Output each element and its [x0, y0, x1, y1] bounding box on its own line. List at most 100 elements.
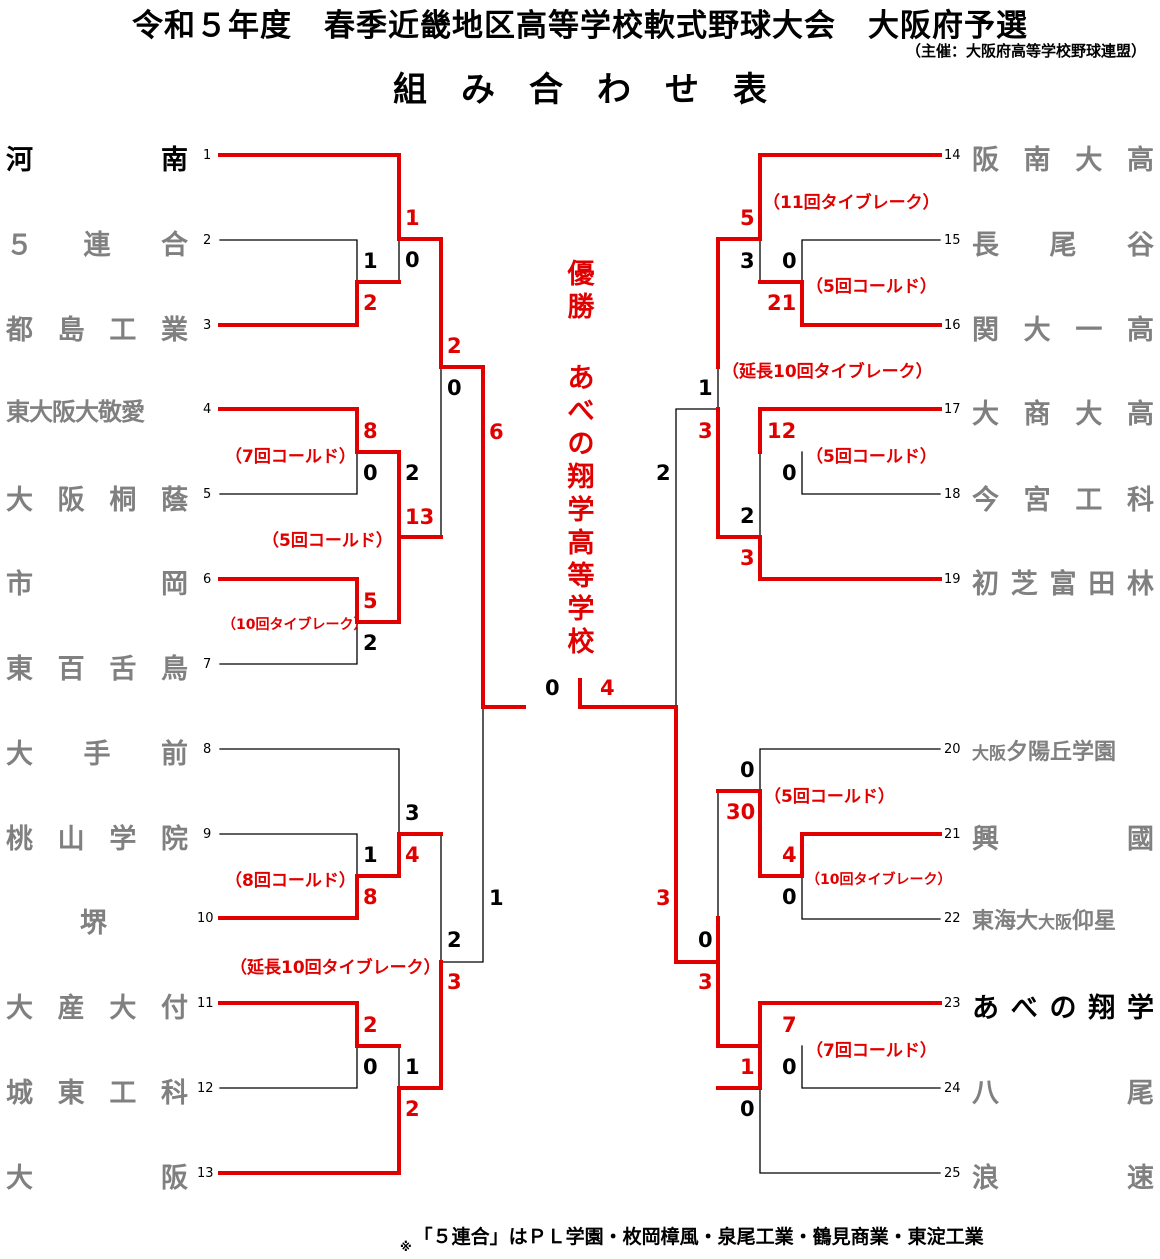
- team-name: 八尾: [972, 1071, 1154, 1110]
- team-name-char: 大: [109, 993, 137, 1024]
- team-name-char: 院: [160, 824, 188, 855]
- team-name: 大阪: [6, 1156, 188, 1195]
- seed-number: 18: [944, 487, 961, 502]
- team-name: 堺: [80, 908, 107, 939]
- team-left-13: 大阪: [6, 1156, 188, 1195]
- seed-number: 23: [944, 996, 961, 1011]
- team-name-char: 愛: [121, 398, 145, 426]
- team-name-char: 桐: [109, 485, 137, 516]
- game-note: （延長10回タイブレーク）: [230, 958, 441, 978]
- team-name-char: 尾: [1049, 230, 1077, 261]
- team-name-char: 田: [1088, 569, 1116, 600]
- team-name-char: 今: [972, 485, 999, 516]
- team-name: 市岡: [6, 562, 188, 601]
- team-name: 大阪桐蔭: [6, 478, 188, 517]
- score: 0: [447, 376, 462, 400]
- team-name-char: 大: [1023, 315, 1051, 346]
- seed-number: 12: [197, 1081, 214, 1096]
- score: 0: [363, 461, 378, 485]
- team-name-char: 島: [57, 315, 85, 346]
- team-name-char: 一: [1075, 315, 1103, 346]
- team-name-char: 城: [6, 1078, 33, 1109]
- team-left-6: 市岡: [6, 562, 188, 601]
- team-right-24: 八尾: [972, 1071, 1154, 1110]
- team-name-char: 東: [57, 1078, 85, 1109]
- team-name-char: あ: [972, 993, 999, 1024]
- team-name-char: 舌: [109, 654, 137, 685]
- game-note: （10回タイブレーク）: [806, 872, 952, 888]
- score: 2: [363, 291, 378, 315]
- team-name-char: 宮: [1023, 485, 1051, 516]
- final-score-left: 0: [545, 676, 560, 700]
- team-name: 浪速: [972, 1156, 1154, 1195]
- score: 0: [405, 248, 420, 272]
- score: 0: [740, 1097, 755, 1121]
- score: 4: [405, 843, 420, 867]
- team-name-char: 高: [1126, 315, 1154, 346]
- team-name-char: 大: [972, 399, 999, 430]
- score: 2: [447, 928, 462, 952]
- score: 2: [656, 461, 671, 485]
- team-name-mid: 大阪: [1038, 913, 1073, 933]
- seed-number: 8: [203, 742, 212, 757]
- score: 2: [363, 1013, 378, 1037]
- team-name-char: 尾: [1127, 1078, 1154, 1109]
- score: 8: [363, 885, 378, 909]
- team-name: 初芝富田林: [972, 562, 1154, 601]
- score: 30: [726, 800, 756, 824]
- team-name-char: 市: [6, 569, 33, 600]
- team-right-23: あべの翔学: [972, 986, 1154, 1025]
- team-name-end: 仰星: [1072, 909, 1117, 934]
- team-name: 興國: [972, 817, 1154, 856]
- team-right-18: 今宮工科: [972, 478, 1154, 517]
- final-score-right: 4: [600, 676, 615, 700]
- team-name-char: 産: [57, 993, 85, 1024]
- team-name: 桃山学院: [6, 817, 188, 856]
- score: 13: [405, 505, 435, 529]
- score: 2: [447, 334, 462, 358]
- seed-number: 20: [944, 742, 961, 757]
- game-note: （7回コールド）: [225, 447, 356, 467]
- team-left-1: 河南: [6, 138, 188, 177]
- team-name-char: 科: [160, 1078, 188, 1109]
- team-name: 東百舌鳥: [6, 647, 188, 686]
- score: 2: [405, 1097, 420, 1121]
- seed-number: 13: [197, 1166, 214, 1181]
- seed-number: 5: [203, 487, 212, 502]
- score: 0: [782, 249, 797, 273]
- score: 0: [740, 758, 755, 782]
- score: 1: [363, 843, 378, 867]
- score: 0: [698, 928, 713, 952]
- team-left-9: 桃山学院: [6, 817, 188, 856]
- seed-number: 19: [944, 572, 961, 587]
- team-name-char: 大: [6, 739, 33, 770]
- team-name: 阪南大高: [972, 138, 1154, 177]
- team-name-char: 長: [972, 230, 999, 261]
- team-name-char: 國: [1127, 824, 1154, 855]
- team-name-char: 大: [6, 485, 33, 516]
- footnote-text: 「５連合」はＰＬ学園・枚岡樟風・泉尾工業・鶴見商業・東淀工業: [413, 1226, 984, 1248]
- team-name-char: 阪: [161, 1163, 188, 1194]
- team-left-8: 大手前: [6, 732, 188, 771]
- score: 4: [782, 843, 797, 867]
- team-name-char: 商: [1023, 399, 1051, 430]
- score: 6: [489, 420, 504, 444]
- seed-number: 14: [944, 148, 961, 163]
- team-name-char: 谷: [1127, 230, 1154, 261]
- game-note: （5回コールド）: [806, 447, 937, 467]
- team-name-char: 大: [1075, 399, 1103, 430]
- team-name: 大産大付: [6, 986, 188, 1025]
- champion-label: 優勝: [567, 259, 595, 323]
- team-name-char: 都: [6, 315, 33, 346]
- footnote: ※「５連合」はＰＬ学園・枚岡樟風・泉尾工業・鶴見商業・東淀工業: [400, 1222, 984, 1254]
- seed-number: 2: [203, 233, 212, 248]
- team-name-char: 関: [972, 315, 999, 346]
- score: 1: [740, 1055, 755, 1079]
- page-subtitle: 組み合わせ表: [393, 70, 801, 110]
- team-right-21: 興國: [972, 817, 1154, 856]
- team-name: あべの翔学: [972, 986, 1154, 1025]
- page-title: 令和５年度 春季近畿地区高等学校軟式野球大会 大阪府予選: [132, 8, 1028, 44]
- team-name: 大手前: [6, 732, 188, 771]
